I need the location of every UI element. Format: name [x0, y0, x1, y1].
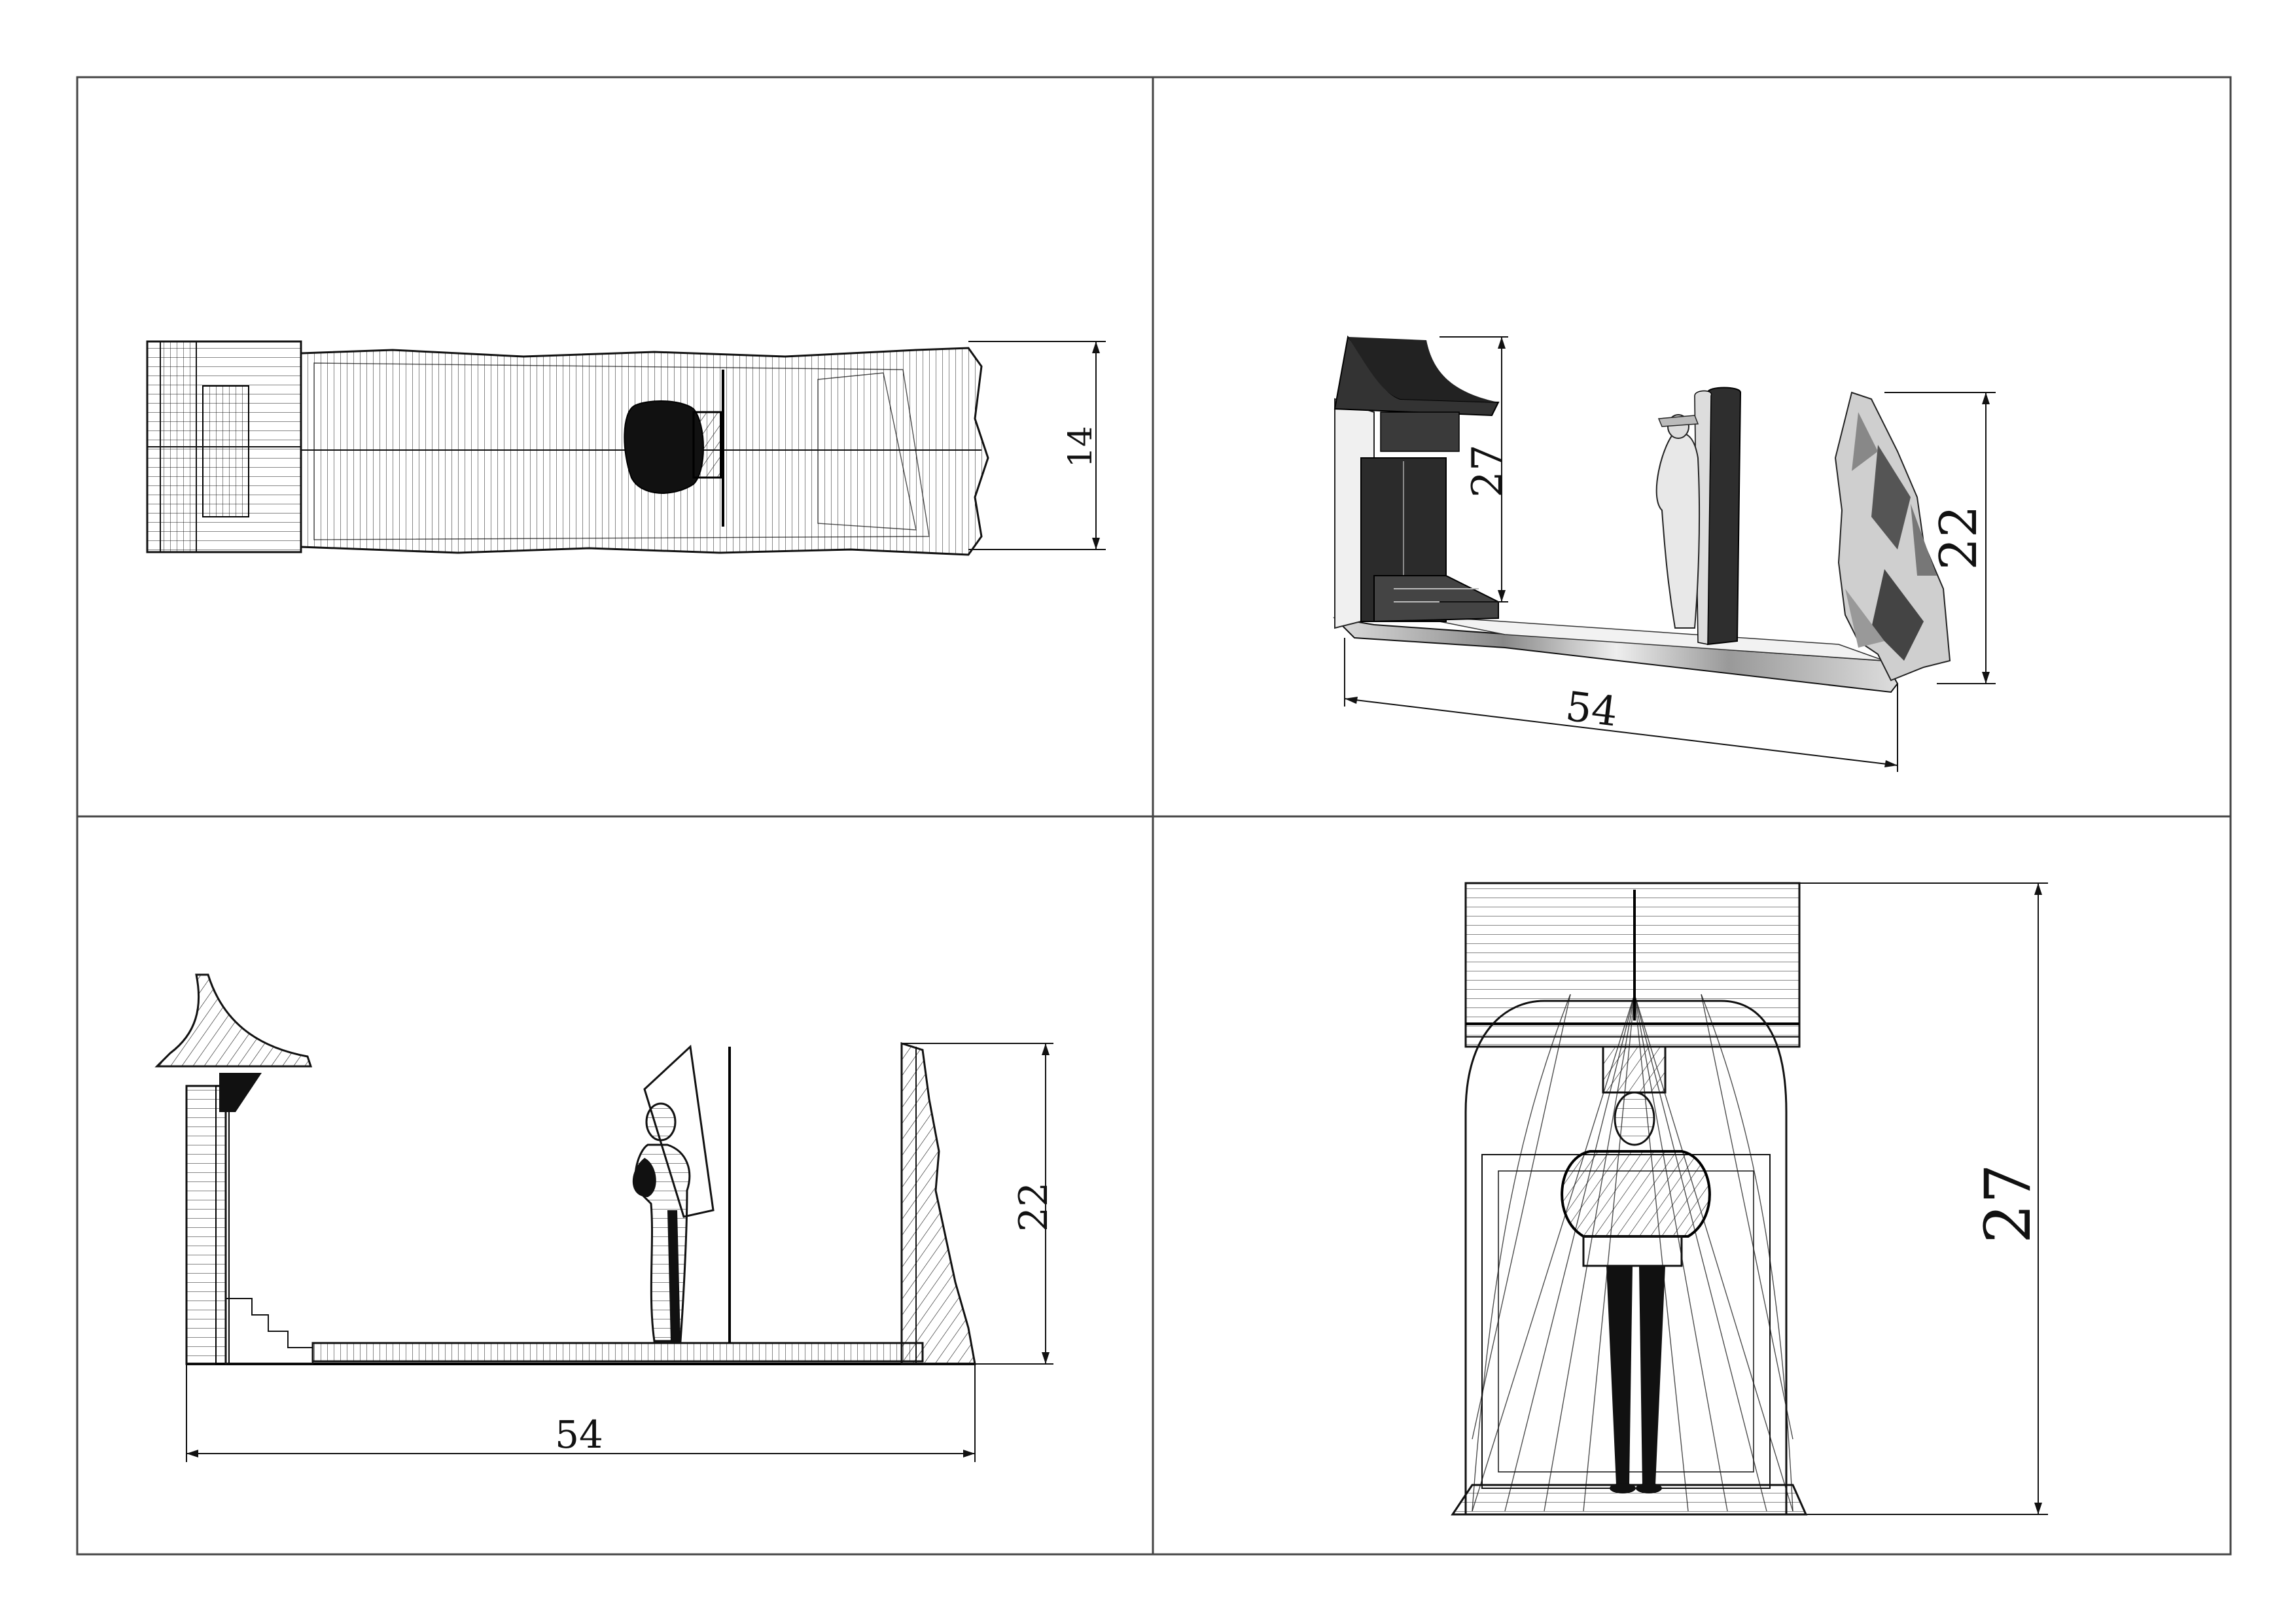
side-view: 22 54 — [154, 973, 1057, 1462]
dimension-perspective-length: 54 — [1344, 638, 1898, 772]
dimension-label-54: 54 — [555, 1412, 603, 1457]
dimension-perspective-height: 27 — [1439, 336, 1512, 602]
rock-solid — [1834, 391, 1951, 682]
pavilion-solid — [1333, 335, 1500, 629]
top-view: 14 — [146, 340, 1106, 556]
dimension-label-54: 54 — [1563, 682, 1620, 736]
dimension-label-22: 22 — [1930, 505, 1988, 570]
dimension-side-rock-height: 22 — [903, 1043, 1057, 1365]
sheet-frame — [76, 76, 2232, 1556]
dimension-label-22: 22 — [1011, 1182, 1057, 1232]
dimension-label-14: 14 — [1061, 426, 1099, 468]
figure-solid — [1655, 387, 1742, 646]
figure-front — [1561, 1045, 1711, 1493]
pavilion-elevation — [154, 973, 313, 1365]
rock-elevation — [900, 1041, 976, 1365]
roof-front — [1464, 882, 1801, 1048]
figure-plan — [624, 400, 722, 494]
dimension-side-length: 54 — [186, 1364, 976, 1462]
dimension-top-view: 14 — [968, 341, 1106, 550]
figure-elevation — [632, 1044, 731, 1343]
front-view: 27 — [1451, 882, 2048, 1516]
dimension-front-height: 27 — [1799, 882, 2048, 1515]
dimension-perspective-rock-height: 22 — [1884, 392, 1996, 684]
pavilion-plan — [146, 340, 302, 553]
dimension-label-27: 27 — [1971, 1164, 2045, 1244]
base-front — [1451, 1484, 1808, 1516]
dimension-label-27: 27 — [1464, 444, 1512, 497]
ground-strip — [311, 1342, 924, 1363]
perspective-view: 27 22 54 — [1333, 335, 1996, 772]
base-platform — [1333, 617, 1899, 693]
